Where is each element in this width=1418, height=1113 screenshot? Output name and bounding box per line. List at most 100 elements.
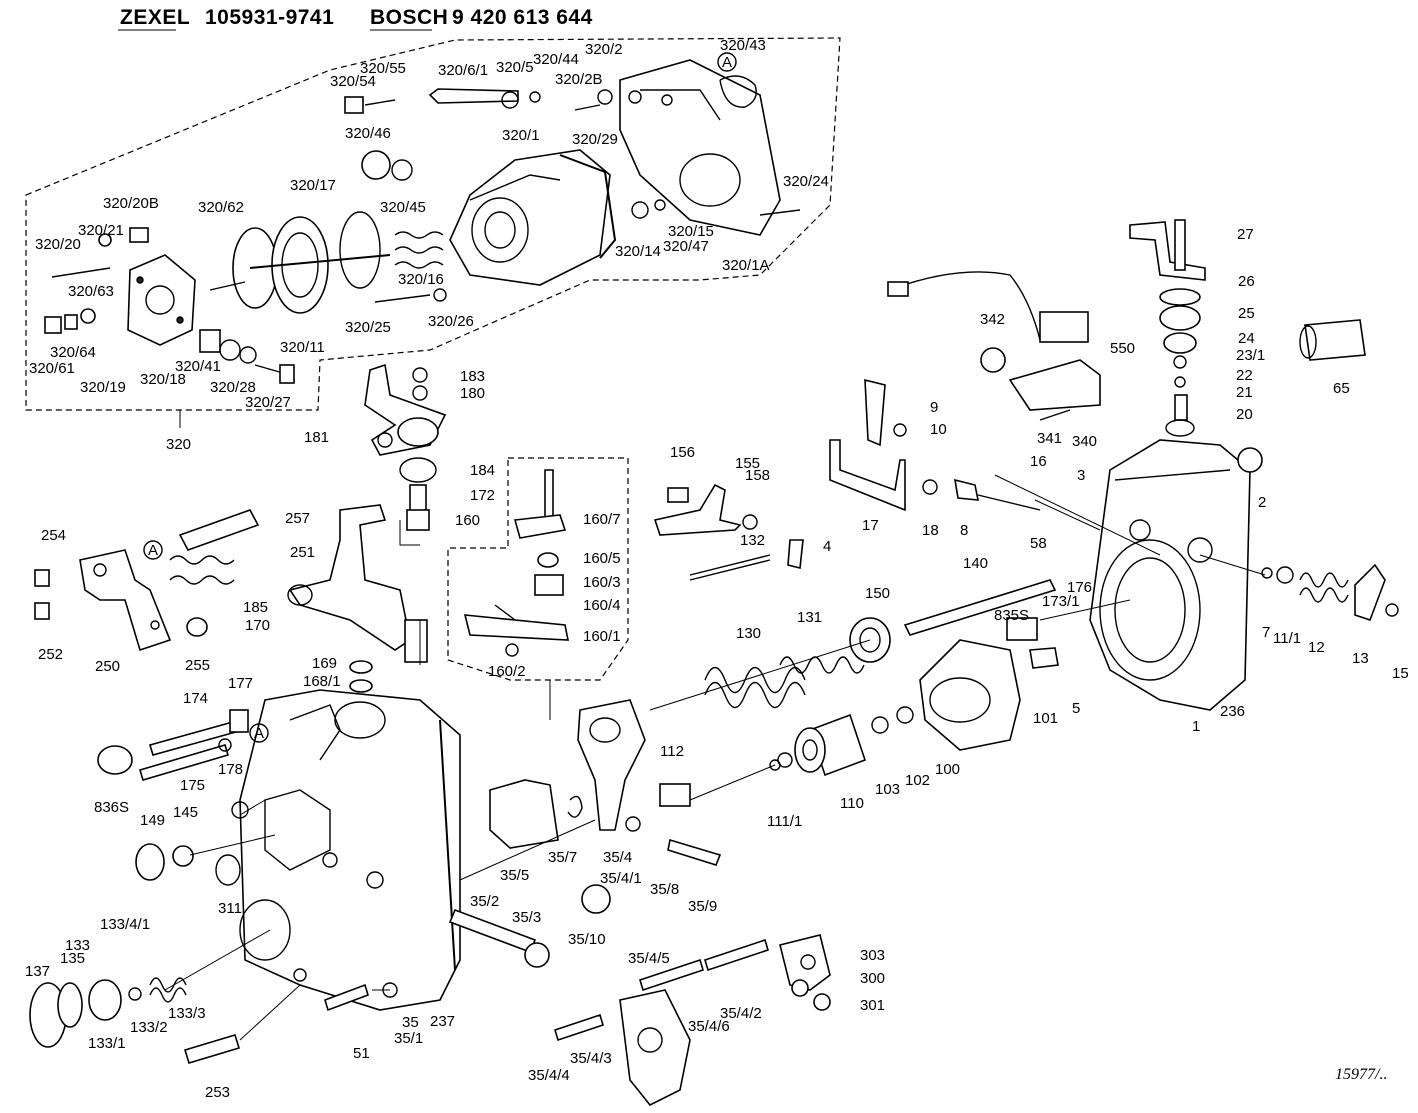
part-number-label: 320/15 (668, 223, 714, 240)
boost-end-cover (127, 254, 196, 346)
part-number-label: 25 (1238, 305, 1255, 322)
part-number-label: 320/2 (585, 41, 623, 58)
part-number-label: 133/1 (88, 1035, 126, 1052)
lever-170 (287, 504, 428, 663)
stop-solenoid (887, 271, 1101, 421)
small-hardware-320 (44, 75, 801, 384)
part-number-label: 140 (963, 555, 988, 572)
spring-131 (779, 656, 865, 674)
screws-174-175 (97, 709, 249, 781)
part-number-label: 160/3 (583, 574, 621, 591)
reference-marker-a (143, 540, 163, 560)
boost-compensator-housing (449, 149, 617, 286)
part-number-label: 137 (25, 963, 50, 980)
part-number-label: 145 (173, 804, 198, 821)
bracket-250 (34, 509, 260, 652)
part-number-label: 110 (840, 795, 864, 812)
part-number-label: 251 (290, 544, 315, 561)
part-number-label: 51 (353, 1045, 370, 1062)
part-number-label: 237 (430, 1013, 455, 1030)
part-number-label: 320/62 (198, 199, 244, 216)
part-number-label: 102 (905, 772, 930, 789)
part-number-label: 253 (205, 1084, 230, 1101)
part-number-label: 320/17 (290, 177, 336, 194)
assembly-320-boundary (25, 37, 841, 411)
part-number-label: 133/4/1 (100, 916, 150, 933)
governor-linkage-160 (463, 469, 569, 657)
assembly-160-boundary (447, 457, 629, 681)
part-number-label: 100 (935, 761, 960, 778)
part-number-label: 150 (865, 585, 890, 602)
part-number-label: 4 (823, 538, 831, 555)
part-number-label: 132 (740, 532, 765, 549)
part-number-label: 160/7 (583, 511, 621, 528)
part-number-label: 185 (243, 599, 268, 616)
part-number-label: 17 (862, 517, 879, 534)
part-number-label: 320/18 (140, 371, 186, 388)
washer-169 (349, 660, 373, 674)
part-number-label: 24 (1238, 330, 1255, 347)
part-number-label: 8 (960, 522, 968, 539)
part-number-label: 835S (994, 607, 1029, 624)
part-number-label: 254 (41, 527, 66, 544)
part-number-label: 15 (1392, 665, 1409, 682)
part-number-label: 35/4/6 (688, 1018, 730, 1035)
part-number-label: 111/1 (767, 813, 802, 830)
part-number-label: 320/1A (722, 257, 770, 274)
part-number-label: 35/2 (470, 893, 499, 910)
part-number-label: 20 (1236, 406, 1253, 423)
part-number-label: 320/20B (103, 195, 159, 212)
part-number-label: 177 (228, 675, 253, 692)
part-number-label: 149 (140, 812, 165, 829)
part-number-label: 101 (1033, 710, 1058, 727)
drawing-reference-stamp: 15977/.. (1335, 1066, 1388, 1083)
part-number-label: 26 (1238, 273, 1255, 290)
part-number-label: 320/41 (175, 358, 221, 375)
reference-marker-a (717, 52, 737, 72)
part-number-label: 174 (183, 690, 208, 707)
part-number-label: 35 (402, 1014, 419, 1031)
part-number-label: 18 (922, 522, 939, 539)
part-number-label: 320/20 (35, 236, 81, 253)
part-number-label: 320/28 (210, 379, 256, 396)
part-number-label: 320/14 (615, 243, 661, 260)
part-number-label: 112 (660, 743, 684, 760)
part-number-label: 836S (94, 799, 129, 816)
part-number-label: 103 (875, 781, 900, 798)
sleeve-110 (769, 706, 914, 777)
part-number-label: 3 (1077, 467, 1085, 484)
part-number-label: 320/6/1 (438, 62, 488, 79)
part-number-label: 21 (1236, 384, 1253, 401)
part-number-label: 131 (797, 609, 822, 626)
adjusting-stack-20-27 (1129, 219, 1206, 437)
part-number-label: 160/1 (583, 628, 621, 645)
part-number-label: 27 (1237, 226, 1254, 243)
reference-marker-label: A (148, 542, 158, 559)
part-number-label: 181 (304, 429, 329, 446)
part-number-label: 320/25 (345, 319, 391, 336)
part-number-label: 178 (218, 761, 243, 778)
part-number-label: 10 (930, 421, 947, 438)
part-number-label: 35/9 (688, 898, 717, 915)
part-number-label: 12 (1308, 639, 1325, 656)
part-number-label: 35/10 (568, 931, 606, 948)
part-number-label: 35/4/5 (628, 950, 670, 967)
part-number-label: 173/1 (1042, 593, 1080, 610)
part-number-label: 320/21 (78, 222, 124, 239)
part-number-label: 320/46 (345, 125, 391, 142)
cap-65 (1299, 319, 1366, 361)
header-part-number-zexel: 105931-9741 (205, 6, 335, 29)
part-number-label: 320/43 (720, 37, 766, 54)
part-number-label: 320/5 (496, 59, 534, 76)
part-number-label: 320/26 (428, 313, 474, 330)
part-number-label: 183 (460, 368, 485, 385)
part-number-label: 550 (1110, 340, 1135, 357)
nut-145 (172, 845, 194, 867)
part-number-label: 341 (1037, 430, 1062, 447)
part-number-label: 35/7 (548, 849, 577, 866)
part-number-label: 320/19 (80, 379, 126, 396)
diaphragm-assembly (232, 211, 444, 314)
part-number-label: 320 (166, 436, 191, 453)
part-number-label: 320/1 (502, 127, 540, 144)
